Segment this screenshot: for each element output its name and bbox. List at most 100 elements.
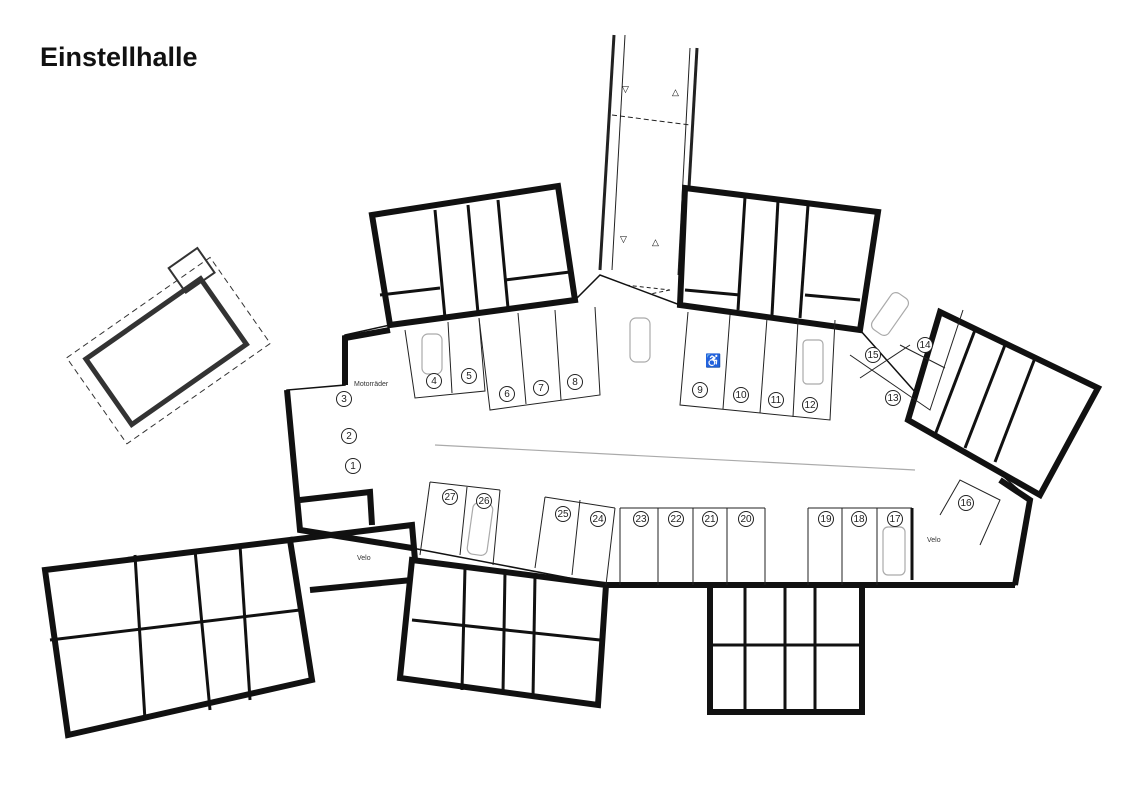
car-icon [870,291,910,337]
spot-marker [499,386,515,402]
interior-walls [49,196,1037,721]
parking-spot-20: 20 [738,511,754,527]
spot-marker [702,511,718,527]
velo-label-right: Velo [927,537,941,544]
spot-marker [738,511,754,527]
page-title: Einstellhalle [40,42,198,72]
spot-number: 26 [478,496,490,507]
spot-marker [917,337,933,353]
parking-spot-12: 12 [802,397,818,413]
spot-number: 1 [350,461,356,472]
spot-number: 17 [889,514,901,525]
spot-number: 2 [346,431,352,442]
parking-spot-3: 3 [336,391,352,407]
spot-number: 22 [670,514,682,525]
parking-spot-24: 24 [590,511,606,527]
spot-marker [958,495,974,511]
spot-marker [590,511,606,527]
wheelchair-icon: ♿ [705,353,721,368]
arrow-icon: △ [672,87,679,97]
parking-spot-23: 23 [633,511,649,527]
motorraeder-label: Motorräder [354,381,389,388]
spot-number: 3 [341,394,347,405]
spot-marker [818,511,834,527]
parking-spot-11: 11 [768,392,784,408]
stall-lines [404,306,1001,586]
spot-marker [567,374,583,390]
garage-walls [284,327,1034,593]
parking-spot-19: 19 [818,511,834,527]
spot-marker [692,382,708,398]
car-icon [882,526,906,576]
parking-spot-4: 4 [426,373,442,389]
parking-spot-27: 27 [442,489,458,505]
spot-marker [336,391,352,407]
spot-marker [768,392,784,408]
parking-spot-18: 18 [851,511,867,527]
spot-marker [341,428,357,444]
spot-number: 27 [444,492,456,503]
driving-axis [434,444,916,471]
spot-marker [426,373,442,389]
spot-marker [633,511,649,527]
parking-spot-6: 6 [499,386,515,402]
parking-spot-13: 13 [885,390,901,406]
spot-number: 20 [740,514,752,525]
spot-marker [533,380,549,396]
building-right [904,307,1103,500]
velo-label-left: Velo [357,555,371,562]
spot-marker [461,368,477,384]
spot-number: 23 [635,514,647,525]
parking-spot-9: 9 [692,382,708,398]
parking-spot-26: 26 [476,493,492,509]
arrow-icon: ▽ [622,84,629,94]
parking-spot-14: 14 [917,337,933,353]
spot-marker [668,511,684,527]
spot-marker [851,511,867,527]
arrow-icon: △ [652,237,659,247]
spot-number: 24 [592,514,604,525]
spot-marker [555,506,571,522]
spot-number: 12 [804,400,816,411]
spot-marker [442,489,458,505]
building-bottom-left [41,536,316,739]
spot-number: 21 [704,514,716,525]
spot-number: 11 [771,395,782,406]
spot-number: 5 [466,371,472,382]
parking-spot-16: 16 [958,495,974,511]
parking-spot-21: 21 [702,511,718,527]
arrow-icon: ▽ [620,234,627,244]
spot-number: 18 [853,514,865,525]
spot-marker [733,387,749,403]
parking-spot-7: 7 [533,380,549,396]
car-icon [802,339,824,385]
parking-spot-15: 15 [865,347,881,363]
spot-number: 10 [735,390,747,401]
spot-marker [802,397,818,413]
spot-marker [345,458,361,474]
parking-spot-1: 1 [345,458,361,474]
spot-marker [865,347,881,363]
parking-spot-5: 5 [461,368,477,384]
spot-number: 15 [867,350,879,361]
spot-marker [476,493,492,509]
parking-spot-22: 22 [668,511,684,527]
spot-number: 14 [919,340,931,351]
spot-marker [887,511,903,527]
parking-spot-25: 25 [555,506,571,522]
parking-spot-10: 10 [733,387,749,403]
spot-number: 8 [572,377,578,388]
spot-marker [885,390,901,406]
spot-number: 7 [538,383,544,394]
parking-spot-17: 17 [887,511,903,527]
spot-number: 9 [697,385,703,396]
parking-spot-8: 8 [567,374,583,390]
spot-number: 19 [820,514,832,525]
spot-number: 16 [960,498,972,509]
parking-spot-2: 2 [341,428,357,444]
spot-number: 25 [557,509,569,520]
spot-number: 6 [504,389,510,400]
car-icon [629,317,651,363]
